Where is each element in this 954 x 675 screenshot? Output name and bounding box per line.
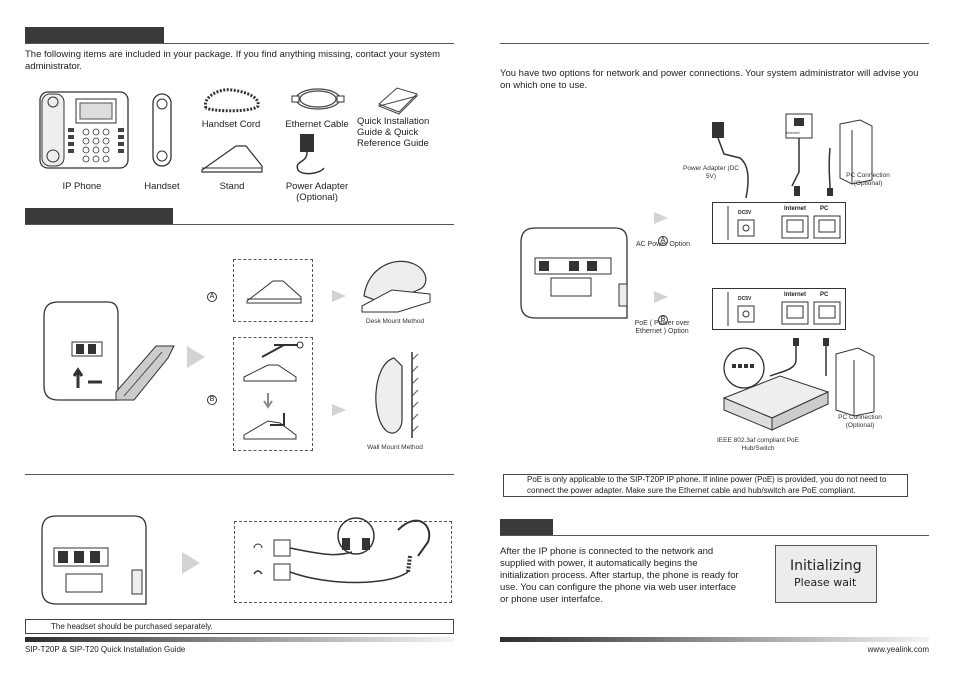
stand-header-bar <box>25 208 173 224</box>
port-dc5v-label-poe: DC5V <box>738 296 752 302</box>
package-intro: The following items are included in your… <box>25 49 441 72</box>
label-ethernet-cable: Ethernet Cable <box>285 119 349 130</box>
label-pc-connection-top: PC Connection (Optional) <box>846 172 890 187</box>
label-ac-power-option: AC Power Option <box>635 241 691 248</box>
port-internet-label-poe: Internet <box>784 292 807 298</box>
phone-back-headset-illustration <box>41 515 147 605</box>
startup-header-bar <box>500 519 553 535</box>
port-dc5v-label: DC5V <box>738 210 752 216</box>
label-wall-mount: Wall Mount Method <box>367 444 423 451</box>
headset-header-rule <box>25 474 454 475</box>
stand-illustration <box>201 145 263 173</box>
phone-back-stand-illustration <box>43 301 175 401</box>
network-header-rule <box>500 43 929 44</box>
lcd-screen: Initializing Please wait <box>775 545 877 603</box>
label-ip-phone: IP Phone <box>62 181 102 192</box>
label-stand: Stand <box>219 181 245 192</box>
poe-hub-illustration <box>722 338 830 431</box>
stand-header-rule <box>25 224 454 225</box>
headset-note: The headset should be purchased separate… <box>25 619 454 634</box>
quick-guide-illustration <box>377 87 419 115</box>
right-footer-bar <box>500 637 929 642</box>
port-panel-ac-detail <box>727 206 841 240</box>
label-quick-guide: Quick Installation Guide & Quick Referen… <box>357 116 430 149</box>
handset-cord-illustration <box>203 88 260 113</box>
label-power-adapter: Power Adapter (Optional) <box>285 181 349 203</box>
phone-back-network-illustration <box>520 227 628 319</box>
label-hub: IEEE 802.3af compliant PoE Hub/Switch <box>716 437 800 452</box>
label-power-adapter-dc: Power Adapter (DC 5V) <box>683 165 739 180</box>
arrow-right-icon <box>654 212 668 224</box>
pc-tower-bottom-illustration <box>823 338 875 417</box>
startup-text: After the IP phone is connected to the n… <box>500 546 739 605</box>
port-internet-label: Internet <box>784 206 807 212</box>
pc-tower-top-illustration <box>827 119 873 196</box>
arrow-right-icon <box>187 346 205 368</box>
poe-note: PoE is only applicable to the SIP-T20P I… <box>503 474 908 497</box>
startup-header-rule <box>500 535 929 536</box>
desk-mount-illustration <box>361 260 431 313</box>
network-marker-a: A <box>658 229 668 247</box>
network-intro: You have two options for network and pow… <box>500 68 919 91</box>
right-footer-text: www.yealink.com <box>867 645 929 654</box>
left-footer-bar <box>25 637 454 642</box>
label-desk-mount: Desk Mount Method <box>365 318 425 325</box>
lcd-subtitle: Please wait <box>794 576 857 589</box>
handset-illustration <box>152 93 172 167</box>
ip-phone-illustration <box>39 91 129 169</box>
wall-mount-illustration <box>375 352 419 438</box>
wall-jack-label: Internet <box>786 130 800 135</box>
port-panel-poe-detail <box>727 292 841 326</box>
port-pc-label-poe: PC <box>820 292 829 298</box>
poe-note-text: PoE is only applicable to the SIP-T20P I… <box>527 475 887 495</box>
stand-marker-b: B <box>207 388 217 406</box>
stand-option-b-box <box>233 337 313 451</box>
network-marker-b: B <box>658 308 668 326</box>
power-adapter-illustration <box>296 134 325 175</box>
arrow-right-icon <box>332 290 346 302</box>
ethernet-cable-illustration <box>291 88 345 110</box>
arrow-right-icon <box>654 291 668 303</box>
stand-option-a-box <box>233 259 313 322</box>
arrow-right-icon <box>332 404 346 416</box>
headset-note-text: The headset should be purchased separate… <box>51 622 213 631</box>
label-poe-option: PoE ( Power over Ethernet ) Option <box>634 320 690 335</box>
stand-option-a-illustration <box>246 280 302 304</box>
label-handset-cord: Handset Cord <box>201 119 261 130</box>
stand-marker-a: A <box>207 285 217 303</box>
lcd-title: Initializing <box>790 558 862 574</box>
label-pc-connection-bottom: PC Connection (Optional) <box>838 414 882 429</box>
arrow-right-icon <box>182 552 200 574</box>
package-header-rule <box>25 43 454 44</box>
stand-option-b-illustration <box>243 341 304 440</box>
headset-port-box <box>234 521 452 603</box>
power-adapter-network-illustration <box>712 122 749 199</box>
package-header-bar <box>25 27 164 43</box>
label-handset: Handset <box>144 181 180 192</box>
port-pc-label: PC <box>820 206 829 212</box>
wall-jack-illustration <box>785 113 813 196</box>
left-footer-text: SIP-T20P & SIP-T20 Quick Installation Gu… <box>25 645 186 654</box>
headset-connection-illustration <box>253 517 431 584</box>
